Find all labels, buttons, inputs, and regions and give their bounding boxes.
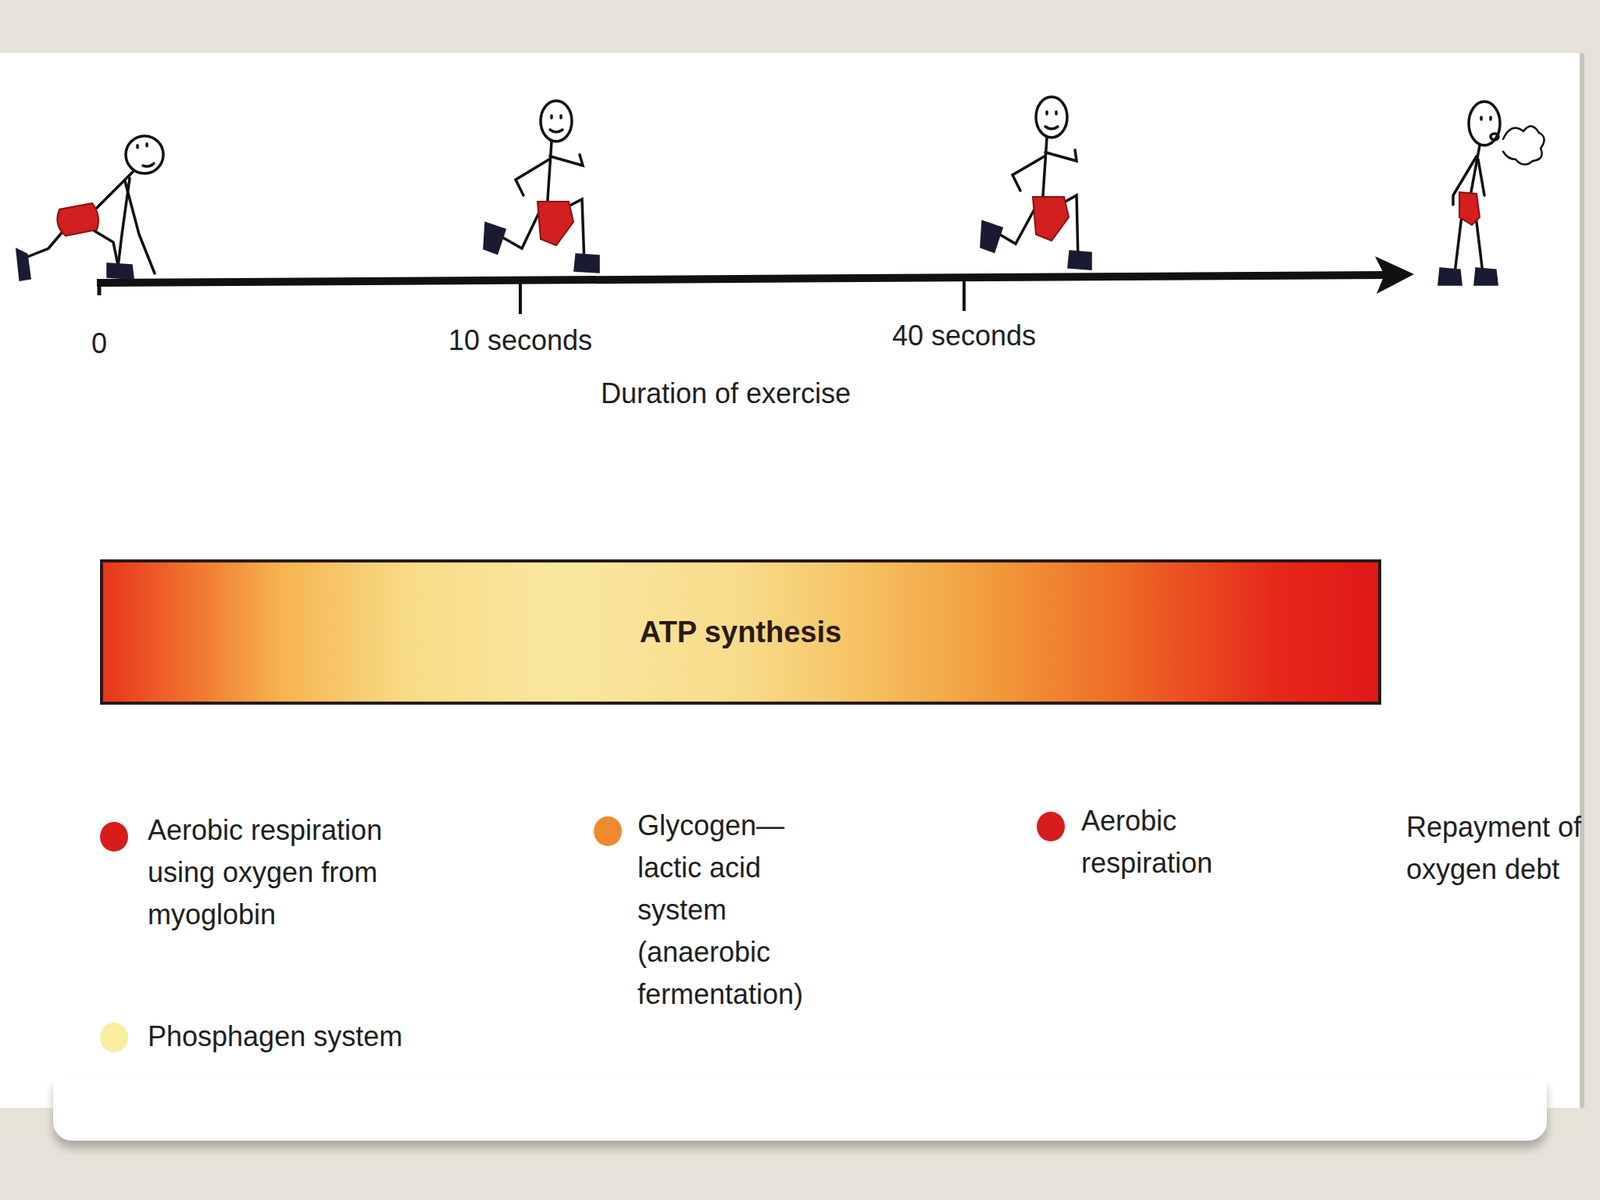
legend-text: Aerobic respiration (1081, 800, 1261, 885)
stick-figure (484, 100, 599, 272)
stick-figure (1439, 101, 1545, 285)
legend-text: Glycogen—lactic acid system (anaerobic f… (637, 804, 833, 1016)
stick-figure (981, 96, 1091, 269)
atp-synthesis-band: ATP synthesis (100, 559, 1382, 705)
phase-label: Repayment of oxygen debt (1406, 806, 1583, 891)
legend-text: Aerobic respiration using oxygen from my… (147, 809, 429, 936)
band-label: ATP synthesis (639, 615, 842, 650)
axis-tick-label: 40 seconds (892, 318, 1036, 354)
legend-dot (100, 821, 129, 852)
timeline-axis (96, 256, 1415, 315)
card-background (53, 1078, 1547, 1141)
axis-title: Duration of exercise (600, 376, 851, 411)
axis-tick-label: 10 seconds (448, 323, 593, 358)
legend-text: Phosphagen system (147, 1015, 429, 1058)
legend-dot (1036, 811, 1065, 842)
stick-figure (17, 135, 164, 280)
legend-dot (593, 816, 622, 847)
legend-dot (100, 1022, 129, 1053)
card-shadow (1579, 53, 1585, 1108)
axis-tick-label: 0 (91, 326, 108, 361)
